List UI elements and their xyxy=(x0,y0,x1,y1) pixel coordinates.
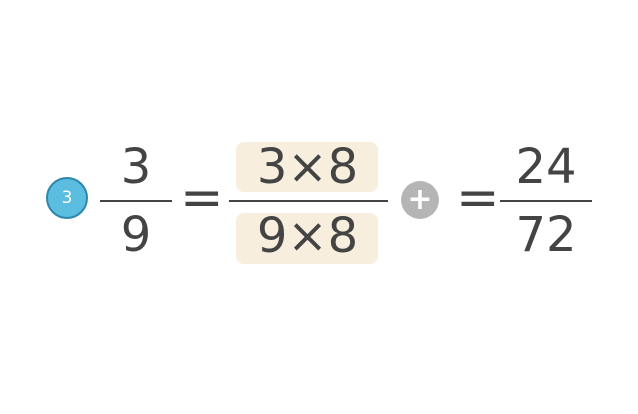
fraction-result-numerator: 24 xyxy=(515,139,577,195)
fraction-expanded-numerator: 3×8 xyxy=(256,139,359,195)
denominator-highlight xyxy=(236,213,378,264)
fraction-original-denominator: 9 xyxy=(120,207,152,263)
fraction-original-bar xyxy=(100,200,172,202)
numerator-highlight xyxy=(236,142,378,192)
plus-icon: + xyxy=(407,182,433,217)
fraction-expanded-bar xyxy=(229,200,388,202)
fraction-result-bar xyxy=(500,200,592,202)
equals-sign-2: = xyxy=(456,168,500,228)
equals-sign-1: = xyxy=(180,168,224,228)
step-number-badge: 3 xyxy=(46,177,88,219)
fraction-result-denominator: 72 xyxy=(515,207,577,263)
fraction-original-numerator: 3 xyxy=(120,139,152,195)
fraction-expanded-denominator: 9×8 xyxy=(256,208,359,264)
expand-plus-button[interactable]: + xyxy=(401,181,439,219)
